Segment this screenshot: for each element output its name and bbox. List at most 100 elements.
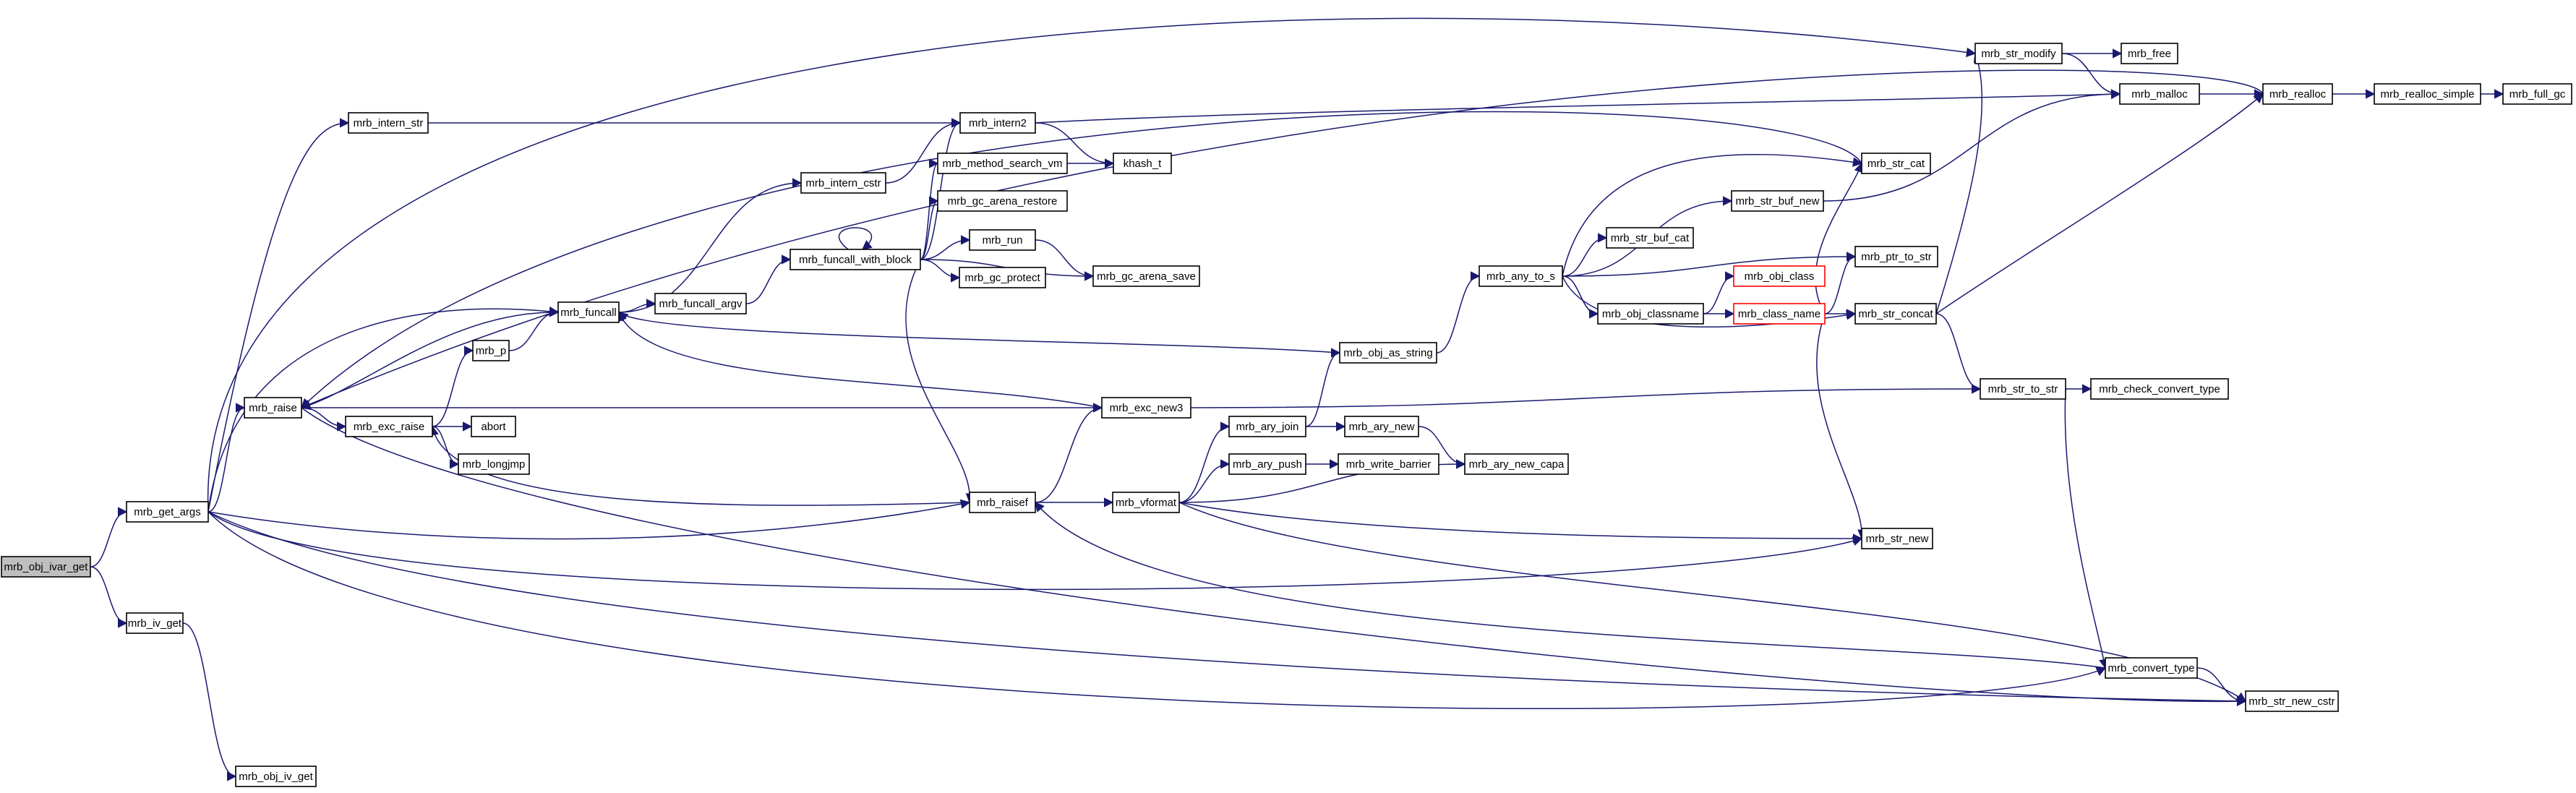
node-mrb-str-to-str[interactable]: mrb_str_to_str (1980, 378, 2066, 400)
node-label: mrb_funcall (560, 307, 617, 319)
edge-path (1562, 233, 1608, 277)
edge-mrb-funcall-with-block-to-mrb-funcall-with-block (838, 227, 873, 250)
node-box (1861, 153, 1931, 174)
node-mrb-obj-class[interactable]: mrb_obj_class (1733, 265, 1826, 287)
node-box (1338, 453, 1439, 475)
edge-mrb-funcall-with-block-to-mrb-method-search-vm (920, 158, 939, 260)
node-mrb-raisef[interactable]: mrb_raisef (969, 492, 1036, 513)
node-box (1861, 528, 1933, 549)
edge-mrb-raisef-to-mrb-exc-new3 (1035, 403, 1103, 503)
node-mrb-obj-classname[interactable]: mrb_obj_classname (1597, 303, 1704, 325)
node-mrb-method-search-vm[interactable]: mrb_method_search_vm (937, 153, 1068, 174)
edge-path (920, 259, 961, 283)
node-mrb-str-buf-new[interactable]: mrb_str_buf_new (1731, 190, 1824, 212)
node-abort[interactable]: abort (471, 416, 516, 437)
node-mrb-free[interactable]: mrb_free (2121, 43, 2178, 64)
node-box (790, 249, 921, 270)
node-box (126, 501, 209, 523)
edge-mrb-get-args-to-mrb-intern-str (207, 118, 350, 513)
node-mrb-run[interactable]: mrb_run (969, 229, 1036, 251)
edge-mrb-vformat-to-mrb-ary-push (1178, 459, 1231, 503)
node-mrb-raise[interactable]: mrb_raise (244, 397, 302, 419)
node-mrb-gc-arena-restore[interactable]: mrb_gc_arena_restore (937, 190, 1068, 212)
node-mrb-obj-iv-get[interactable]: mrb_obj_iv_get (235, 766, 317, 787)
edge-mrb-iv-get-to-mrb-obj-iv-get (182, 622, 237, 781)
node-box (471, 416, 516, 437)
node-box (1606, 227, 1694, 249)
node-mrb-convert-type[interactable]: mrb_convert_type (2105, 657, 2198, 679)
edge-path (905, 259, 976, 504)
node-box (1228, 453, 1306, 475)
node-mrb-str-new-cstr[interactable]: mrb_str_new_cstr (2245, 690, 2339, 712)
node-box (1112, 492, 1180, 513)
node-mrb-realloc[interactable]: mrb_realloc (2262, 83, 2333, 105)
node-mrb-exc-new3[interactable]: mrb_exc_new3 (1101, 397, 1191, 419)
node-mrb-funcall[interactable]: mrb_funcall (557, 301, 620, 323)
edge-path (301, 111, 1862, 408)
node-mrb-check-convert-type[interactable]: mrb_check_convert_type (2090, 378, 2229, 400)
edge-path (1824, 252, 1857, 314)
edge-path (207, 403, 246, 513)
node-mrb-longjmp[interactable]: mrb_longjmp (458, 453, 530, 475)
node-label: mrb_funcall_with_block (799, 254, 912, 266)
edge-path (1178, 421, 1231, 503)
node-mrb-str-concat[interactable]: mrb_str_concat (1854, 303, 1937, 325)
node-box (937, 190, 1068, 212)
node-mrb-p[interactable]: mrb_p (472, 340, 510, 361)
edge-mrb-vformat-to-mrb-ary-join (1178, 421, 1231, 503)
edge-path (301, 407, 347, 432)
node-mrb-funcall-with-block[interactable]: mrb_funcall_with_block (790, 249, 921, 270)
node-mrb-ary-new[interactable]: mrb_ary_new (1344, 416, 1419, 437)
edge-path (90, 566, 128, 628)
node-label: mrb_str_new_cstr (2248, 695, 2335, 708)
node-label: mrb_gc_protect (964, 272, 1040, 284)
node-mrb-intern-cstr[interactable]: mrb_intern_cstr (800, 172, 886, 194)
edge-mrb-realloc-to-mrb-raise (300, 69, 2264, 409)
edge-path (1035, 89, 2121, 124)
node-mrb-full-gc[interactable]: mrb_full_gc (2502, 83, 2572, 105)
edge-path (207, 511, 1863, 591)
node-mrb-vformat[interactable]: mrb_vformat (1112, 492, 1180, 513)
node-khash-t[interactable]: khash_t (1113, 153, 1172, 174)
edge-path (1935, 93, 2264, 314)
node-label: mrb_str_to_str (1988, 383, 2058, 395)
node-mrb-str-modify[interactable]: mrb_str_modify (1974, 43, 2063, 64)
node-mrb-ptr-to-str[interactable]: mrb_ptr_to_str (1854, 246, 1938, 267)
node-mrb-gc-arena-save[interactable]: mrb_gc_arena_save (1092, 265, 1200, 287)
node-mrb-ary-push[interactable]: mrb_ary_push (1228, 453, 1306, 475)
edge-mrb-obj-ivar-get-to-mrb-iv-get (90, 566, 128, 628)
node-mrb-intern-str[interactable]: mrb_intern_str (348, 112, 429, 134)
node-label: mrb_malloc (2131, 88, 2188, 100)
node-label: mrb_obj_class (1745, 270, 1815, 283)
node-mrb-str-cat[interactable]: mrb_str_cat (1861, 153, 1931, 174)
edge-path (2064, 388, 2109, 669)
node-label: mrb_vformat (1116, 497, 1177, 509)
node-mrb-exc-raise[interactable]: mrb_exc_raise (345, 416, 433, 437)
node-mrb-iv-get[interactable]: mrb_iv_get (126, 612, 184, 634)
node-mrb-str-new[interactable]: mrb_str_new (1861, 528, 1933, 549)
node-mrb-intern2[interactable]: mrb_intern2 (959, 112, 1036, 134)
node-mrb-ary-new-capa[interactable]: mrb_ary_new_capa (1464, 453, 1569, 475)
node-mrb-ary-join[interactable]: mrb_ary_join (1228, 416, 1306, 437)
node-mrb-class-name[interactable]: mrb_class_name (1733, 303, 1826, 325)
node-mrb-gc-protect[interactable]: mrb_gc_protect (959, 267, 1046, 288)
node-mrb-str-buf-cat[interactable]: mrb_str_buf_cat (1606, 227, 1694, 249)
node-label: mrb_any_to_s (1486, 270, 1555, 283)
edge-path (1418, 426, 1466, 469)
edge-mrb-intern2-to-mrb-malloc (1035, 89, 2121, 124)
node-mrb-obj-as-string[interactable]: mrb_obj_as_string (1339, 342, 1437, 364)
node-mrb-write-barrier[interactable]: mrb_write_barrier (1338, 453, 1439, 475)
node-box (2374, 83, 2481, 105)
edge-mrb-str-concat-to-mrb-realloc (1935, 93, 2264, 314)
node-box (937, 153, 1068, 174)
node-mrb-funcall-argv[interactable]: mrb_funcall_argv (654, 293, 747, 314)
node-box (235, 766, 317, 787)
node-mrb-any-to-s[interactable]: mrb_any_to_s (1479, 265, 1563, 287)
node-mrb-realloc-simple[interactable]: mrb_realloc_simple (2374, 83, 2481, 105)
node-box (345, 416, 433, 437)
node-mrb-get-args[interactable]: mrb_get_args (126, 501, 209, 523)
node-mrb-malloc[interactable]: mrb_malloc (2119, 83, 2200, 105)
node-label: mrb_write_barrier (1346, 458, 1432, 471)
node-box (1733, 303, 1826, 325)
node-label: mrb_intern2 (969, 117, 1027, 129)
